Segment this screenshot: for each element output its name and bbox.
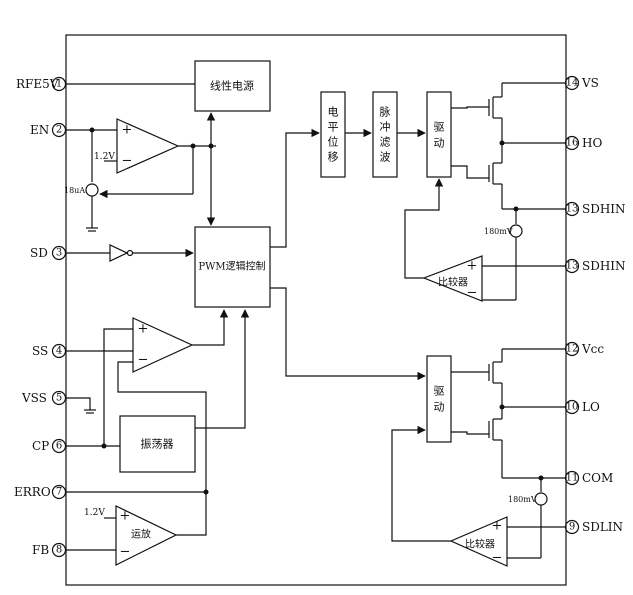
pwm-logic-label: PWM逻辑控制 bbox=[198, 260, 265, 273]
pin-3[interactable]: SD 3 bbox=[30, 245, 67, 261]
pin-3-name: SD bbox=[30, 246, 48, 260]
hs-comp-plus: + bbox=[467, 259, 478, 274]
pin-1-number: 1 bbox=[56, 79, 62, 90]
linear-supply-block: 线性电源 bbox=[194, 60, 271, 112]
pin-12-number: 12 bbox=[566, 344, 579, 355]
pin-11-number: 11 bbox=[566, 473, 579, 484]
pin-14-name: SDHIN bbox=[582, 202, 626, 216]
enable-comparator: + − bbox=[116, 118, 180, 174]
pin-16-name: HO bbox=[582, 136, 602, 150]
pin-6-number: 6 bbox=[56, 441, 62, 452]
sd-inverter bbox=[109, 244, 134, 262]
pin-7-number: 7 bbox=[56, 487, 62, 498]
opamp-minus: − bbox=[120, 545, 131, 560]
pin-15-name: VS bbox=[581, 76, 599, 90]
high-driver-char-2: 动 bbox=[434, 137, 445, 150]
pin-13-name: SDHIN bbox=[582, 259, 626, 273]
linear-supply-label: 线性电源 bbox=[210, 79, 254, 93]
low-driver-char-2: 动 bbox=[434, 401, 445, 414]
pin-5-name: VSS bbox=[21, 391, 47, 405]
pin-2-number: 2 bbox=[56, 125, 62, 136]
pin-6-name: CP bbox=[32, 439, 49, 453]
pulse-filter-char-3: 滤 bbox=[380, 136, 391, 149]
pin-9-name: SDLIN bbox=[582, 520, 623, 534]
pulse-filter-char-1: 脉 bbox=[380, 105, 391, 119]
level-shift-char-2: 平 bbox=[328, 121, 339, 134]
pin-16-number: 16 bbox=[566, 138, 579, 149]
pin-10-name: LO bbox=[582, 400, 600, 414]
pin-1-name: RFE5V bbox=[16, 77, 59, 91]
level-shift-block: 电 平 位 移 bbox=[320, 91, 346, 178]
ss-comp-plus: + bbox=[138, 322, 149, 337]
oscillator-block: 振荡器 bbox=[119, 415, 196, 473]
pin-8-name: FB bbox=[32, 543, 49, 557]
ls-comp-label: 比较器 bbox=[465, 538, 495, 551]
soft-start-comparator: + − bbox=[132, 317, 194, 373]
pin-5-number: 5 bbox=[56, 393, 62, 404]
low-side-driver-block: 驱 动 bbox=[426, 355, 452, 443]
pin-6[interactable]: CP 6 bbox=[32, 438, 67, 454]
hs-180mv-label: 180mV bbox=[484, 227, 513, 236]
en-comp-plus: + bbox=[122, 123, 133, 138]
pin-11[interactable]: 11 COM bbox=[564, 470, 614, 486]
pin-13-number: 13 bbox=[566, 261, 579, 272]
wiring bbox=[66, 82, 566, 559]
pin-1[interactable]: RFE5V 1 bbox=[16, 76, 67, 92]
pin-4-number: 4 bbox=[56, 346, 62, 357]
pin-2-name: EN bbox=[30, 123, 49, 137]
low-side-comparator: + − 比较器 bbox=[449, 516, 508, 567]
oscillator-label: 振荡器 bbox=[141, 437, 174, 451]
pin-16[interactable]: 16 HO bbox=[564, 135, 603, 151]
pin-14-number: 13 bbox=[566, 204, 579, 215]
ls-comp-plus: + bbox=[492, 519, 503, 534]
level-shift-char-3: 位 bbox=[328, 135, 339, 149]
pin-8[interactable]: FB 8 bbox=[32, 542, 67, 558]
pulse-filter-char-4: 波 bbox=[380, 151, 391, 164]
pin-8-number: 8 bbox=[56, 545, 62, 556]
pin-15-number: 14 bbox=[566, 78, 579, 89]
ls-comp-minus: − bbox=[492, 551, 503, 566]
pin-9[interactable]: 9 SDLIN bbox=[564, 519, 624, 535]
hs-comp-label: 比较器 bbox=[438, 276, 468, 289]
low-driver-char-1: 驱 bbox=[434, 385, 445, 398]
opamp-label: 运放 bbox=[131, 528, 151, 541]
high-side-comparator: + − 比较器 bbox=[422, 255, 483, 302]
pin-9-number: 9 bbox=[569, 522, 575, 533]
pulse-filter-char-2: 冲 bbox=[380, 120, 391, 134]
chip-outline bbox=[65, 34, 567, 586]
high-side-driver-block: 驱 动 bbox=[426, 91, 452, 178]
pin-10[interactable]: 10 LO bbox=[564, 399, 600, 415]
current-18ua-label: 18uA bbox=[64, 186, 85, 195]
pin-13[interactable]: 13 SDHIN bbox=[564, 258, 626, 274]
hs-comp-minus: − bbox=[467, 286, 478, 301]
pulse-filter-block: 脉 冲 滤 波 bbox=[372, 91, 398, 178]
pin-4-name: SS bbox=[32, 344, 48, 358]
high-driver-char-1: 驱 bbox=[434, 121, 445, 134]
pin-7-name: ERRO bbox=[14, 485, 51, 499]
pin-5[interactable]: VSS 5 bbox=[21, 390, 67, 406]
error-amplifier: + − 运放 bbox=[115, 505, 178, 566]
ls-180mv-label: 180mV bbox=[508, 495, 537, 504]
pin-2[interactable]: EN 2 bbox=[30, 122, 67, 138]
pin-12[interactable]: 12 Vcc bbox=[564, 341, 605, 357]
pin-4[interactable]: SS 4 bbox=[32, 343, 67, 359]
level-shift-char-4: 移 bbox=[328, 151, 339, 164]
fb-ref-1v2-label: 1.2V bbox=[84, 508, 105, 518]
en-comp-minus: − bbox=[122, 154, 133, 169]
en-ref-1v2-label: 1.2V bbox=[94, 152, 115, 162]
pin-10-number: 10 bbox=[566, 402, 579, 413]
pin-11-name: COM bbox=[582, 471, 613, 485]
pin-15[interactable]: 14 VS bbox=[564, 75, 599, 91]
pin-12-name: Vcc bbox=[581, 342, 604, 356]
pin-7[interactable]: ERRO 7 bbox=[14, 484, 67, 500]
opamp-plus: + bbox=[120, 509, 131, 524]
level-shift-char-1: 电 bbox=[328, 106, 339, 119]
pin-14[interactable]: 13 SDHIN bbox=[564, 201, 626, 217]
ss-comp-minus: − bbox=[138, 353, 149, 368]
pwm-logic-block: PWM逻辑控制 bbox=[194, 226, 271, 308]
pin-3-number: 3 bbox=[56, 248, 62, 259]
